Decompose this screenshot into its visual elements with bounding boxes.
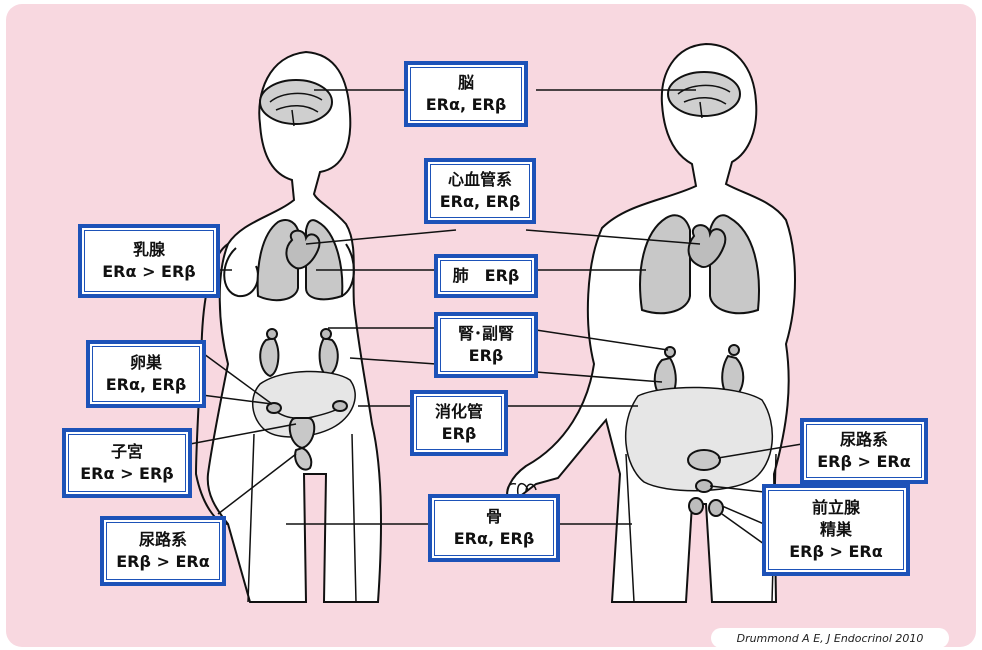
label-ovary-receptors: ERα, ERβ — [106, 374, 187, 396]
label-cardiovascular-organ: 心血管系 — [448, 169, 512, 191]
label-prostate-testis: 前立腺 精巣 ERβ > ERα — [762, 484, 910, 576]
label-urinary-male: 尿路系 ERβ > ERα — [800, 418, 928, 484]
label-breast-organ: 乳腺 — [133, 239, 165, 261]
label-lung-organ: 肺 ERβ — [453, 265, 520, 287]
label-bone: 骨 ERα, ERβ — [428, 494, 560, 562]
label-urinary-male-organ: 尿路系 — [840, 429, 888, 451]
label-cardiovascular: 心血管系 ERα, ERβ — [424, 158, 536, 224]
label-kidney-organ: 腎･副腎 — [458, 323, 514, 345]
label-breast: 乳腺 ERα > ERβ — [78, 224, 220, 298]
label-prostate-receptors: ERβ > ERα — [789, 541, 883, 563]
label-urinary-female-organ: 尿路系 — [139, 529, 187, 551]
label-lung: 肺 ERβ — [434, 254, 538, 298]
label-brain-organ: 脳 — [458, 72, 474, 94]
label-urinary-female-receptors: ERβ > ERα — [116, 551, 210, 573]
label-kidney-receptors: ERβ — [469, 345, 504, 367]
label-urinary-male-receptors: ERβ > ERα — [817, 451, 911, 473]
label-uterus-receptors: ERα > ERβ — [80, 463, 174, 485]
label-prostate-organ: 前立腺 — [812, 497, 860, 519]
label-brain-receptors: ERα, ERβ — [426, 94, 507, 116]
label-ovary-organ: 卵巣 — [130, 352, 162, 374]
label-gut-receptors: ERβ — [442, 423, 477, 445]
label-bone-organ: 骨 — [486, 506, 502, 528]
label-breast-receptors: ERα > ERβ — [102, 261, 196, 283]
label-urinary-female: 尿路系 ERβ > ERα — [100, 516, 226, 586]
label-cardiovascular-receptors: ERα, ERβ — [440, 191, 521, 213]
diagram-panel: 脳 ERα, ERβ 心血管系 ERα, ERβ 乳腺 ERα > ERβ 肺 … — [6, 4, 976, 647]
label-bone-receptors: ERα, ERβ — [454, 528, 535, 550]
label-uterus: 子宮 ERα > ERβ — [62, 428, 192, 498]
label-digestive-tract: 消化管 ERβ — [410, 390, 508, 456]
label-uterus-organ: 子宮 — [111, 441, 143, 463]
label-ovary: 卵巣 ERα, ERβ — [86, 340, 206, 408]
label-kidney-adrenal: 腎･副腎 ERβ — [434, 312, 538, 378]
citation: Drummond A E, J Endocrinol 2010 — [711, 628, 949, 647]
label-gut-organ: 消化管 — [435, 401, 483, 423]
label-testis-organ: 精巣 — [820, 519, 852, 541]
label-brain: 脳 ERα, ERβ — [404, 61, 528, 127]
